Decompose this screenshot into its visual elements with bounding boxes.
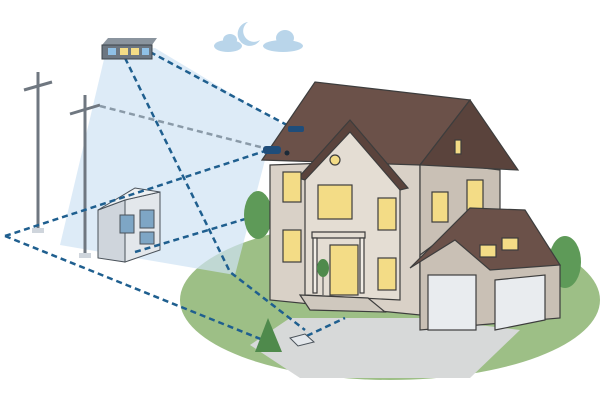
shrub-icon xyxy=(255,259,329,352)
house-icon xyxy=(260,81,562,331)
moon-cloud-icon xyxy=(214,22,303,52)
hub-device-icon xyxy=(101,38,157,60)
sprinkler-box-icon xyxy=(289,333,316,347)
utility-cabinet-icon xyxy=(97,187,161,263)
driveway xyxy=(250,318,520,378)
utility-pole-icon xyxy=(23,72,101,255)
roof-sensor-icon xyxy=(263,126,304,156)
